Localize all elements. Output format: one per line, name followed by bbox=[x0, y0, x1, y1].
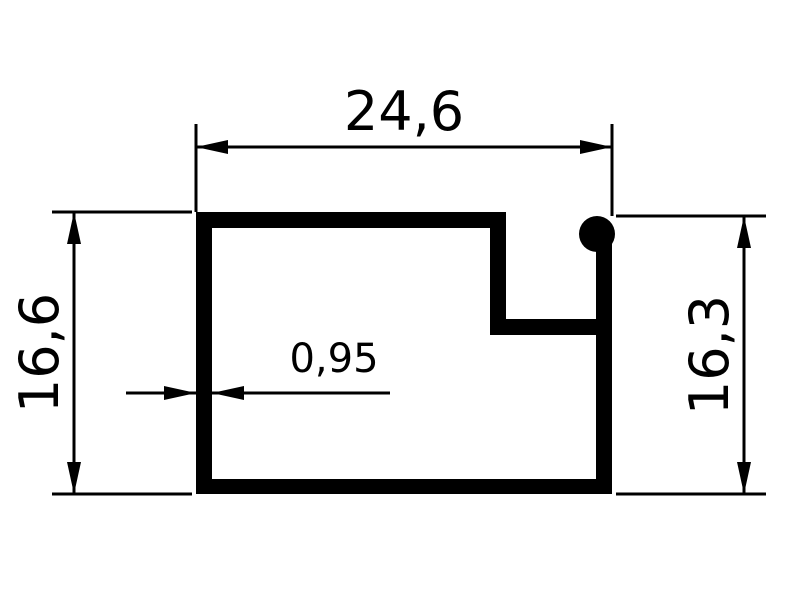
extension-lines bbox=[52, 124, 766, 496]
dimension-lines bbox=[67, 140, 751, 494]
profile-outline bbox=[196, 212, 612, 494]
profile-section bbox=[196, 212, 615, 494]
dim-label-right-height: 16,3 bbox=[678, 295, 741, 415]
dim-label-left-height: 16,6 bbox=[8, 293, 71, 413]
profile-lip-stem bbox=[596, 240, 612, 262]
dim-label-width: 24,6 bbox=[344, 80, 464, 143]
dim-label-wall-thickness: 0,95 bbox=[289, 336, 378, 382]
